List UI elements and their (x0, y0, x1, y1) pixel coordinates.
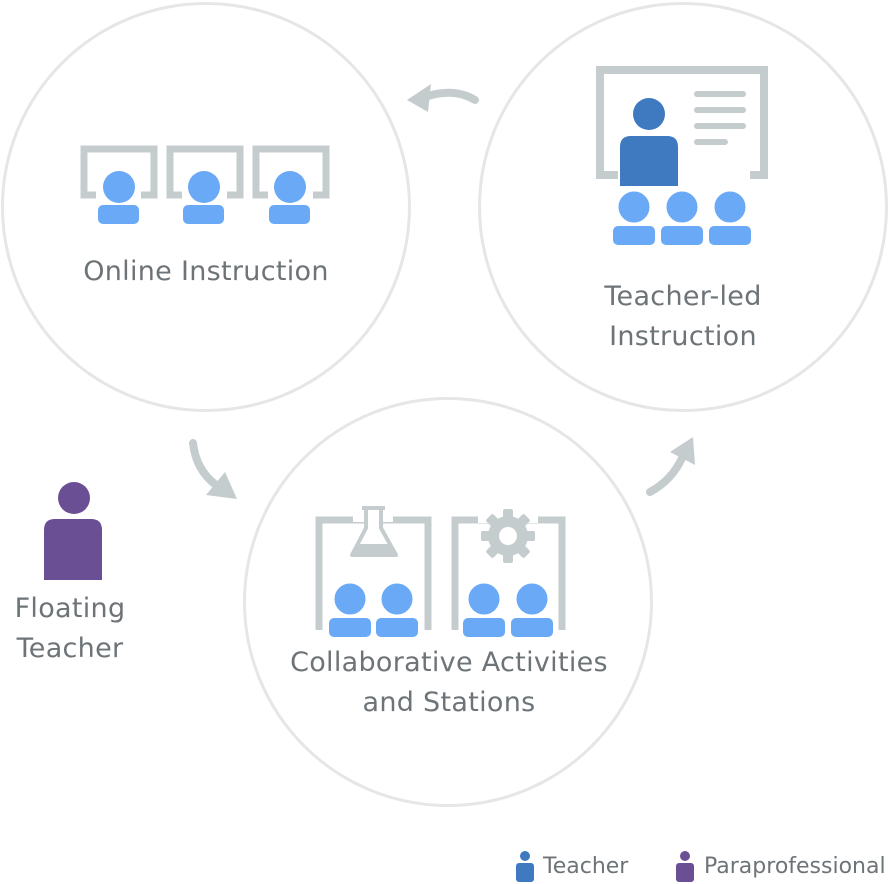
legend-item-paraprofessional: Paraprofessional (704, 854, 886, 879)
arrow-to-online-icon (407, 84, 479, 112)
paraprofessional-person-icon (676, 851, 694, 882)
legend-item-teacher: Teacher (543, 854, 628, 879)
arrow-to-collaborative-icon (189, 439, 237, 499)
teacher-led-instruction-circle (478, 2, 888, 412)
collaborative-label-line2: and Stations (362, 687, 536, 718)
legend-label-paraprofessional: Paraprofessional (704, 854, 886, 879)
online-instruction-circle (1, 2, 411, 412)
collaborative-label-line1: Collaborative Activities (290, 647, 608, 678)
teacher-led-icon (596, 66, 768, 245)
teacher-led-label-line2: Instruction (609, 321, 757, 352)
rotation-arrows (189, 84, 695, 499)
legend-label-teacher: Teacher (543, 854, 629, 879)
floating-label-line2: Teacher (16, 633, 124, 664)
teacher-led-label-line1: Teacher-led (604, 281, 762, 312)
online-instruction-label: Online Instruction (83, 256, 329, 287)
collaborative-stations-icon (315, 506, 566, 637)
online-students-icon (80, 145, 330, 224)
floating-teacher-label: Floating Teacher (2, 589, 138, 669)
collaborative-stations-circle (243, 397, 653, 807)
floating-teacher-icon (44, 482, 102, 580)
collaborative-stations-label: Collaborative Activities and Stations (269, 643, 629, 723)
arrow-to-teacher-led-icon (646, 437, 695, 496)
flask-icon (350, 506, 398, 557)
teacher-led-instruction-label: Teacher-led Instruction (533, 277, 833, 357)
gear-icon (478, 507, 538, 563)
floating-label-line1: Floating (14, 593, 126, 624)
teacher-person-icon (516, 851, 534, 882)
